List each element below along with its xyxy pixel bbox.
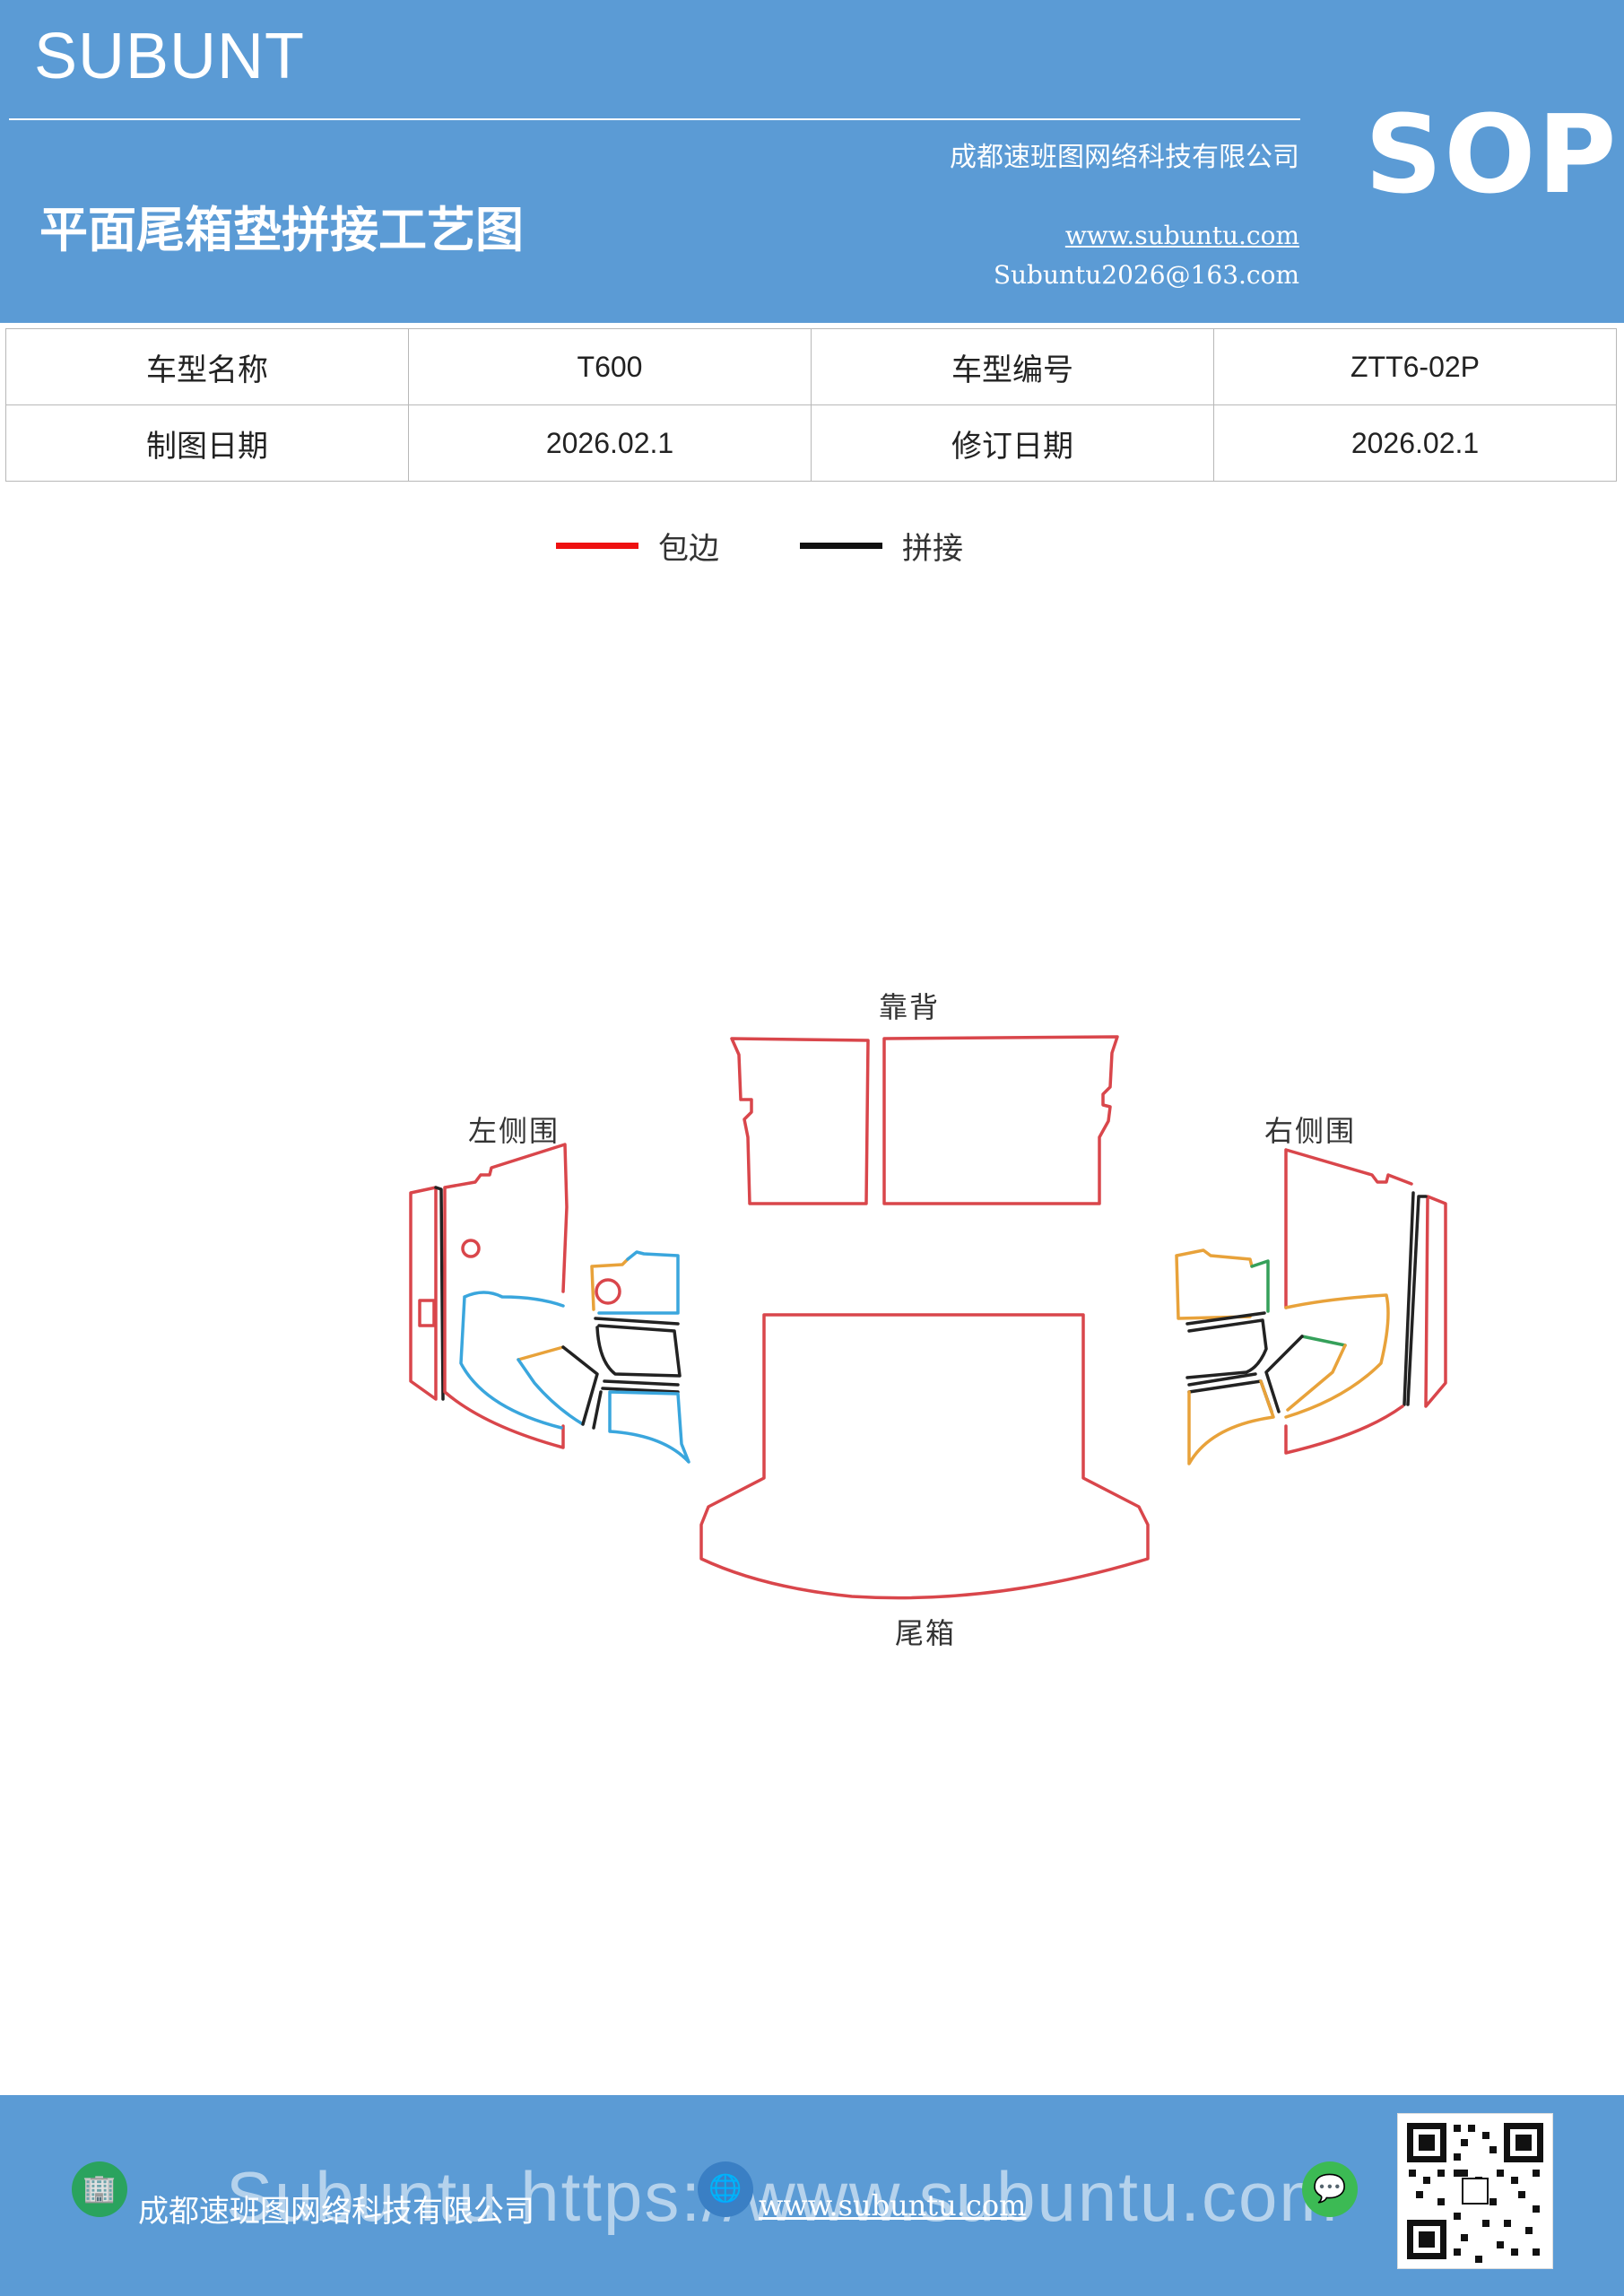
left-side-top-hole: [595, 1278, 621, 1305]
left-side-inner-blue: [459, 1291, 565, 1430]
building-icon: 🏢: [72, 2161, 127, 2217]
header-email: Subuntu2026@163.com: [993, 260, 1299, 290]
label-left-side: 左侧围: [468, 1114, 560, 1148]
right-side-top-piece-green: [1250, 1259, 1270, 1313]
footer-watermark: Subuntu https://www.subuntu.com: [226, 2157, 1340, 2236]
left-side-seam-block: [592, 1317, 682, 1430]
left-side-main-panel: [443, 1143, 569, 1449]
vehicle-info-table: 车型名称 T600 车型编号 ZTT6-02P 制图日期 2026.02.1 修…: [5, 328, 1617, 482]
brand-logo-text: SUBUNT: [34, 21, 306, 92]
left-side-seam-line: [434, 1186, 445, 1401]
globe-icon: 🌐: [698, 2161, 753, 2217]
legend: 包边 拼接: [0, 529, 1624, 574]
right-side-seam-line: [1403, 1191, 1428, 1406]
revise-date-label: 修订日期: [811, 404, 1214, 482]
backrest-right-panel: [882, 1035, 1119, 1205]
right-side-wedge-green: [1300, 1335, 1347, 1347]
trunk-main-panel: [699, 1313, 1150, 1600]
left-side-outer-strip: [409, 1186, 438, 1401]
sop-badge: SOP: [1365, 93, 1619, 218]
table-row: 制图日期 2026.02.1 修订日期 2026.02.1: [5, 404, 1617, 482]
left-side-notch: [418, 1299, 436, 1327]
footer-website-link[interactable]: www.subuntu.com: [759, 2188, 1027, 2222]
model-name-value: T600: [408, 328, 812, 405]
model-code-value: ZTT6-02P: [1213, 328, 1617, 405]
header-banner: SUBUNT 成都速班图网络科技有限公司 平面尾箱垫拼接工艺图 www.subu…: [0, 0, 1624, 323]
left-side-wedge-seam: [561, 1345, 599, 1426]
header-company: 成都速班图网络科技有限公司: [950, 142, 1299, 173]
header-website-link[interactable]: www.subuntu.com: [1064, 221, 1299, 250]
left-side-top-piece-orange: [590, 1257, 630, 1311]
revise-date-value: 2026.02.1: [1213, 404, 1617, 482]
model-name-label: 车型名称: [5, 328, 409, 405]
right-side-inner-orange: [1284, 1293, 1390, 1419]
right-side-bottom-orange: [1187, 1379, 1275, 1465]
right-side-seam-block: [1185, 1311, 1273, 1413]
label-right-side: 右侧围: [1264, 1114, 1356, 1148]
document-title: 平面尾箱垫拼接工艺图: [39, 202, 524, 258]
legend-swatch-seam: [800, 543, 882, 549]
right-side-main-panel: [1284, 1148, 1413, 1455]
draw-date-label: 制图日期: [5, 404, 409, 482]
right-side-outer-strip: [1424, 1195, 1447, 1408]
header-divider: [9, 118, 1300, 120]
qr-code: [1397, 2113, 1553, 2269]
label-trunk: 尾箱: [895, 1616, 956, 1650]
left-side-wedge-orange: [517, 1345, 565, 1361]
left-side-hole: [461, 1239, 481, 1258]
table-row: 车型名称 T600 车型编号 ZTT6-02P: [5, 328, 1617, 405]
wechat-icon: 💬: [1302, 2161, 1358, 2217]
right-side-wedge-seam: [1264, 1335, 1304, 1413]
footer-banner: Subuntu https://www.subuntu.com 🏢 成都速班图网…: [0, 2095, 1624, 2296]
model-code-label: 车型编号: [811, 328, 1214, 405]
footer-company: 成都速班图网络科技有限公司: [138, 2194, 534, 2230]
left-side-bottom-blue: [608, 1390, 690, 1464]
legend-swatch-edge: [556, 543, 638, 549]
label-backrest: 靠背: [879, 990, 940, 1024]
left-side-top-piece-blue: [597, 1250, 680, 1315]
draw-date-value: 2026.02.1: [408, 404, 812, 482]
left-side-wedge-blue: [517, 1358, 585, 1426]
legend-label-edge: 包边: [658, 531, 719, 567]
backrest-left-panel: [730, 1037, 870, 1205]
legend-label-seam: 拼接: [902, 531, 963, 567]
right-side-wedge-orange: [1286, 1344, 1347, 1412]
right-side-top-piece-orange: [1175, 1248, 1254, 1320]
